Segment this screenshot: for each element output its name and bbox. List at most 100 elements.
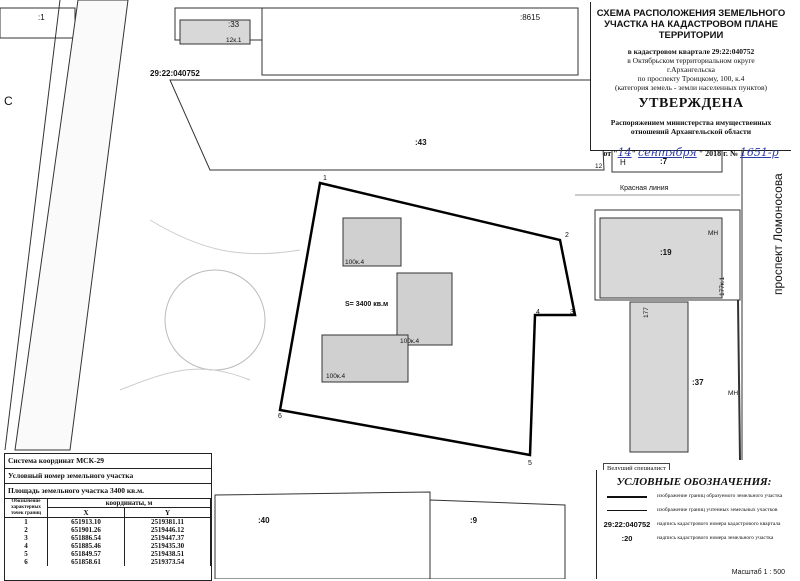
address-text: по проспекту Троицкому, 100, к.4 [637,74,745,83]
parcel-37-boundary [737,299,741,461]
legend-text: изображение границ образуемого земельног… [657,493,783,499]
misc-label-mn: МН [728,390,738,397]
parcel-label-19: :19 [660,248,672,257]
coord-cell-y: 2519446.12 [124,526,211,534]
street-right-label: проспект Ломоносова [771,173,785,295]
coord-cell-y: 2519435.30 [124,542,211,550]
title-block: СХЕМА РАСПОЛОЖЕНИЯ ЗЕМЕЛЬНОГО УЧАСТКА НА… [590,2,791,159]
parcel-8615-outline [261,7,579,76]
order-text: Распоряжением министерства имущественных… [610,118,772,136]
parcel-40-outline [214,491,431,579]
date-year: " 2018 г. № [698,149,738,158]
legend-text: надпись кадастрового номера земельного у… [657,535,774,541]
category-text: (категория земель - земли населенных пун… [614,83,768,92]
legend-symbol: :20 [621,533,633,543]
parcel-43-outline [169,79,605,171]
parcel-label-37: :37 [692,378,704,387]
building-label: 100к.4 [400,338,419,345]
scale-label: Масштаб 1 : 500 [731,569,785,576]
legend-item: 29:22:040752 надпись кадастрового номера … [597,518,791,530]
document-title: СХЕМА РАСПОЛОЖЕНИЯ ЗЕМЕЛЬНОГО УЧАСТКА НА… [596,8,786,41]
coord-cell-x: 651858.61 [47,558,126,566]
misc-label-12: 12 [595,163,603,170]
quarter-label: 29:22:040752 [150,69,200,78]
date-prefix: от " [603,149,618,158]
coord-cell-x: 651886.54 [47,534,126,542]
misc-label-n: Н [620,158,626,167]
street-left-label: С [4,94,13,108]
parcel-label-33: :33 [228,20,240,29]
approval-date: от "14" сентября " 2018 г. № 1651-р [603,146,779,159]
coordinates-table: Система координат МСК-29 Условный номер … [4,453,212,581]
point-label-3: 3 [570,309,574,316]
coord-cell-n: 3 [5,534,48,542]
coord-cell-n: 4 [5,542,48,550]
building-label: 177 [643,307,650,318]
coord-cell-n: 2 [5,526,48,534]
formed-parcel-boundary [278,181,577,457]
building-12k1 [179,19,251,45]
coord-cell-n: 5 [5,550,48,558]
point-label-2: 2 [565,232,569,239]
misc-label-mn: МН [708,230,718,237]
parcel-label-8615: :8615 [520,13,541,22]
point-label-5: 5 [528,460,532,467]
parcel-label-40: :40 [258,516,270,525]
district-text: в Октябрьском территориальном округе [627,56,755,65]
park-paths [119,219,301,391]
building-100k4-b [396,272,453,346]
building-label: 12к.1 [226,37,242,44]
approved-heading: УТВЕРЖДЕНА [638,96,744,111]
col-point-header: Обозначение характерных точек границ [5,499,48,518]
legend-text: изображение границ учтенных земельных уч… [657,507,778,513]
building-100k4-c [321,334,409,383]
parcel-label-43: :43 [415,138,427,147]
building-37 [629,301,689,453]
building-label: 100к.4 [326,373,345,380]
registered-boundary-symbol [607,510,647,512]
parcel-19-outline [594,209,741,301]
red-line-label: Красная линия [620,185,669,192]
legend-item: изображение границ учтенных земельных уч… [597,504,791,516]
coord-cell-y: 2519373.54 [124,558,211,566]
coord-cell-x: 651849.57 [47,550,126,558]
coord-cell-x: 651913.10 [47,517,126,526]
point-label-4: 4 [536,309,540,316]
formed-boundary-symbol [607,495,647,498]
park-circle [164,269,266,371]
coord-cell-x: 651901.26 [47,526,126,534]
parcel-9-outline [429,499,566,579]
street-strip [14,0,129,451]
date-day: 14 [617,146,632,159]
legend-item: :20 надпись кадастрового номера земельног… [597,532,791,544]
col-coords-header: координаты, м [47,499,211,509]
legend-title: УСЛОВНЫЕ ОБОЗНАЧЕНИЯ: [616,476,772,488]
parcel-label-7: :7 [660,157,668,166]
coord-cell-y: 2519447.37 [124,534,211,542]
order-number: 1651-р [739,146,779,159]
coord-cell-y: 2519381.11 [124,517,211,526]
coord-cell-y: 2519438.51 [124,550,211,558]
col-y-header: Y [124,507,211,518]
point-label-6: 6 [278,413,282,420]
coord-system: Система координат МСК-29 [5,454,211,469]
parcel-label-1: :1 [38,13,45,22]
street-line [4,0,61,451]
building-19 [599,217,723,299]
parcel-label-9: :9 [470,516,478,525]
legend-symbol: 29:22:040752 [603,519,651,529]
area-label: S= 3400 кв.м [345,301,388,308]
city-text: г.Архангельска [667,65,715,74]
col-x-header: X [47,507,126,518]
parcel-area: Площадь земельного участка 3400 кв.м. [5,484,211,499]
legend-text: надпись кадастрового номера кадастрового… [657,521,781,527]
date-month: сентября [638,146,697,159]
legend-item: изображение границ образуемого земельног… [597,490,791,502]
building-label: 100к.4 [345,259,364,266]
quarter-text: в кадастровом квартале 29:22:040752 [627,47,755,56]
